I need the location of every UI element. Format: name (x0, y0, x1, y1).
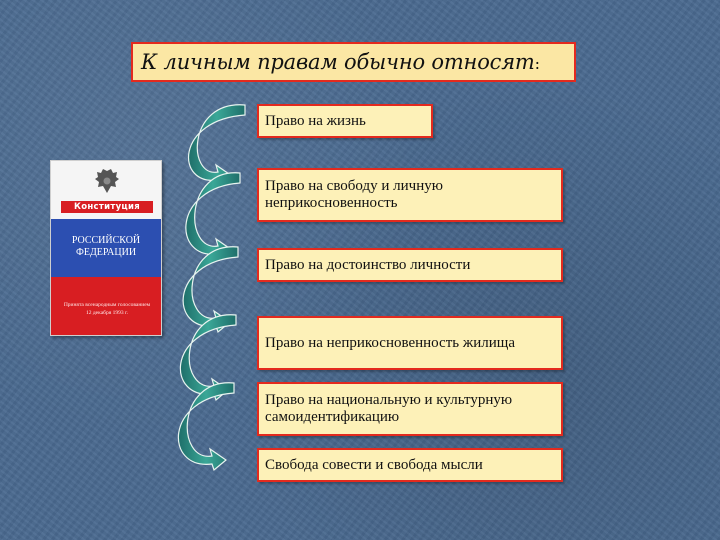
curved-arrow-icon (182, 246, 239, 334)
right-to-liberty-box: Право на свободу и личную неприкосновенн… (257, 168, 563, 222)
right-to-dignity-box: Право на достоинство личности (257, 248, 563, 282)
right-label: Право на жизнь (265, 112, 366, 129)
right-to-life-box: Право на жизнь (257, 104, 433, 138)
freedom-of-conscience-box: Свобода совести и свобода мысли (257, 448, 563, 482)
country-label: РОССИЙСКОЙ ФЕДЕРАЦИИ (71, 235, 141, 258)
curved-arrow-icon (187, 104, 246, 188)
adoption-text: Принята всенародным голосованием 12 дека… (63, 302, 151, 316)
constitution-label: Конституция (61, 201, 153, 213)
right-to-national-identity-box: Право на национальную и культурную самои… (257, 382, 563, 436)
curved-arrow-icon (185, 172, 241, 262)
right-label: Право на достоинство личности (265, 256, 471, 273)
title-text: К личным правам обычно относят: (141, 50, 540, 74)
title-label: К личным правам обычно относят (141, 50, 535, 74)
coat-of-arms-icon (95, 169, 119, 193)
right-label: Право на неприкосновенность жилища (265, 334, 515, 351)
curved-arrow-icon (177, 382, 235, 472)
curved-arrow-icon (179, 314, 237, 402)
right-label: Свобода совести и свобода мысли (265, 456, 483, 473)
title-box: К личным правам обычно относят: (131, 42, 576, 82)
constitution-book-image: Конституция РОССИЙСКОЙ ФЕДЕРАЦИИ Принята… (50, 160, 162, 336)
title-colon: : (534, 54, 540, 73)
right-label: Право на свободу и личную неприкосновенн… (265, 178, 443, 211)
right-to-home-inviolability-box: Право на неприкосновенность жилища (257, 316, 563, 370)
right-label: Право на национальную и культурную самои… (265, 392, 513, 425)
